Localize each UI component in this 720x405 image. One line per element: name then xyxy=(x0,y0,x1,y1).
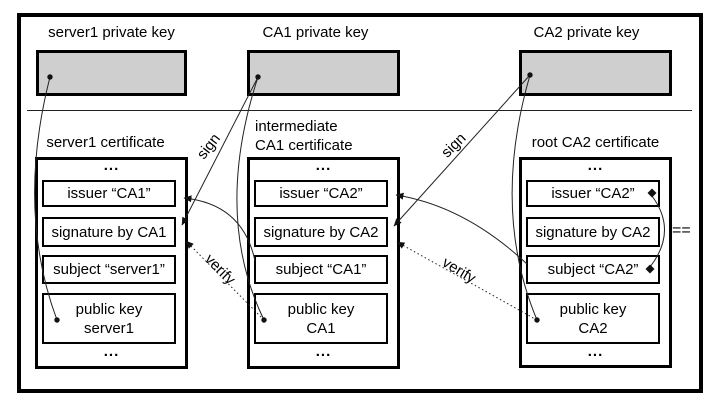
public-key-line2: CA2 xyxy=(578,319,608,337)
field-subject-ca1: subject “CA1” xyxy=(254,255,388,284)
public-key-line1: public key xyxy=(287,300,355,318)
certificate-title-ca1: intermediate CA1 certificate xyxy=(255,117,353,155)
ellipsis-top-ca2: ... xyxy=(587,157,604,174)
diagram-frame xyxy=(17,13,703,393)
field-public-key-ca2: public key CA2 xyxy=(526,293,660,344)
field-public-key-ca1: public key CA1 xyxy=(254,293,388,344)
private-key-box-server1 xyxy=(36,50,187,96)
field-issuer-ca2: issuer “CA2” xyxy=(526,180,660,207)
field-subject-server1: subject “server1” xyxy=(42,255,176,284)
ellipsis-bottom-server1: ... xyxy=(103,343,120,360)
field-subject-ca2: subject “CA2” xyxy=(526,255,660,284)
field-signature-ca2: signature by CA2 xyxy=(526,217,660,247)
field-signature-ca1: signature by CA2 xyxy=(254,217,388,247)
certificate-title-ca2: root CA2 certificate xyxy=(531,134,660,151)
equals-label: == xyxy=(672,222,691,239)
private-key-box-ca1 xyxy=(247,50,400,96)
public-key-line2: server1 xyxy=(83,319,135,337)
public-key-line1: public key xyxy=(75,300,143,318)
public-key-line2: CA1 xyxy=(306,319,336,337)
ellipsis-bottom-ca1: ... xyxy=(315,343,332,360)
private-key-label-ca1: CA1 private key xyxy=(262,24,369,41)
private-key-label-server1: server1 private key xyxy=(48,24,175,41)
private-key-label-ca2: CA2 private key xyxy=(533,24,640,41)
keys-certs-divider xyxy=(27,110,692,111)
field-public-key-server1: public key server1 xyxy=(42,293,176,344)
field-issuer-ca1: issuer “CA2” xyxy=(254,180,388,207)
ellipsis-top-server1: ... xyxy=(103,157,120,174)
field-signature-server1: signature by CA1 xyxy=(42,217,176,247)
certificate-title-ca1-line2: CA1 certificate xyxy=(255,137,353,154)
certificate-title-ca1-line1: intermediate xyxy=(255,118,338,135)
field-issuer-server1: issuer “CA1” xyxy=(42,180,176,207)
public-key-line1: public key xyxy=(559,300,627,318)
private-key-box-ca2 xyxy=(519,50,672,96)
ellipsis-bottom-ca2: ... xyxy=(587,343,604,360)
certificate-title-server1: server1 certificate xyxy=(46,134,165,151)
ellipsis-top-ca1: ... xyxy=(315,157,332,174)
